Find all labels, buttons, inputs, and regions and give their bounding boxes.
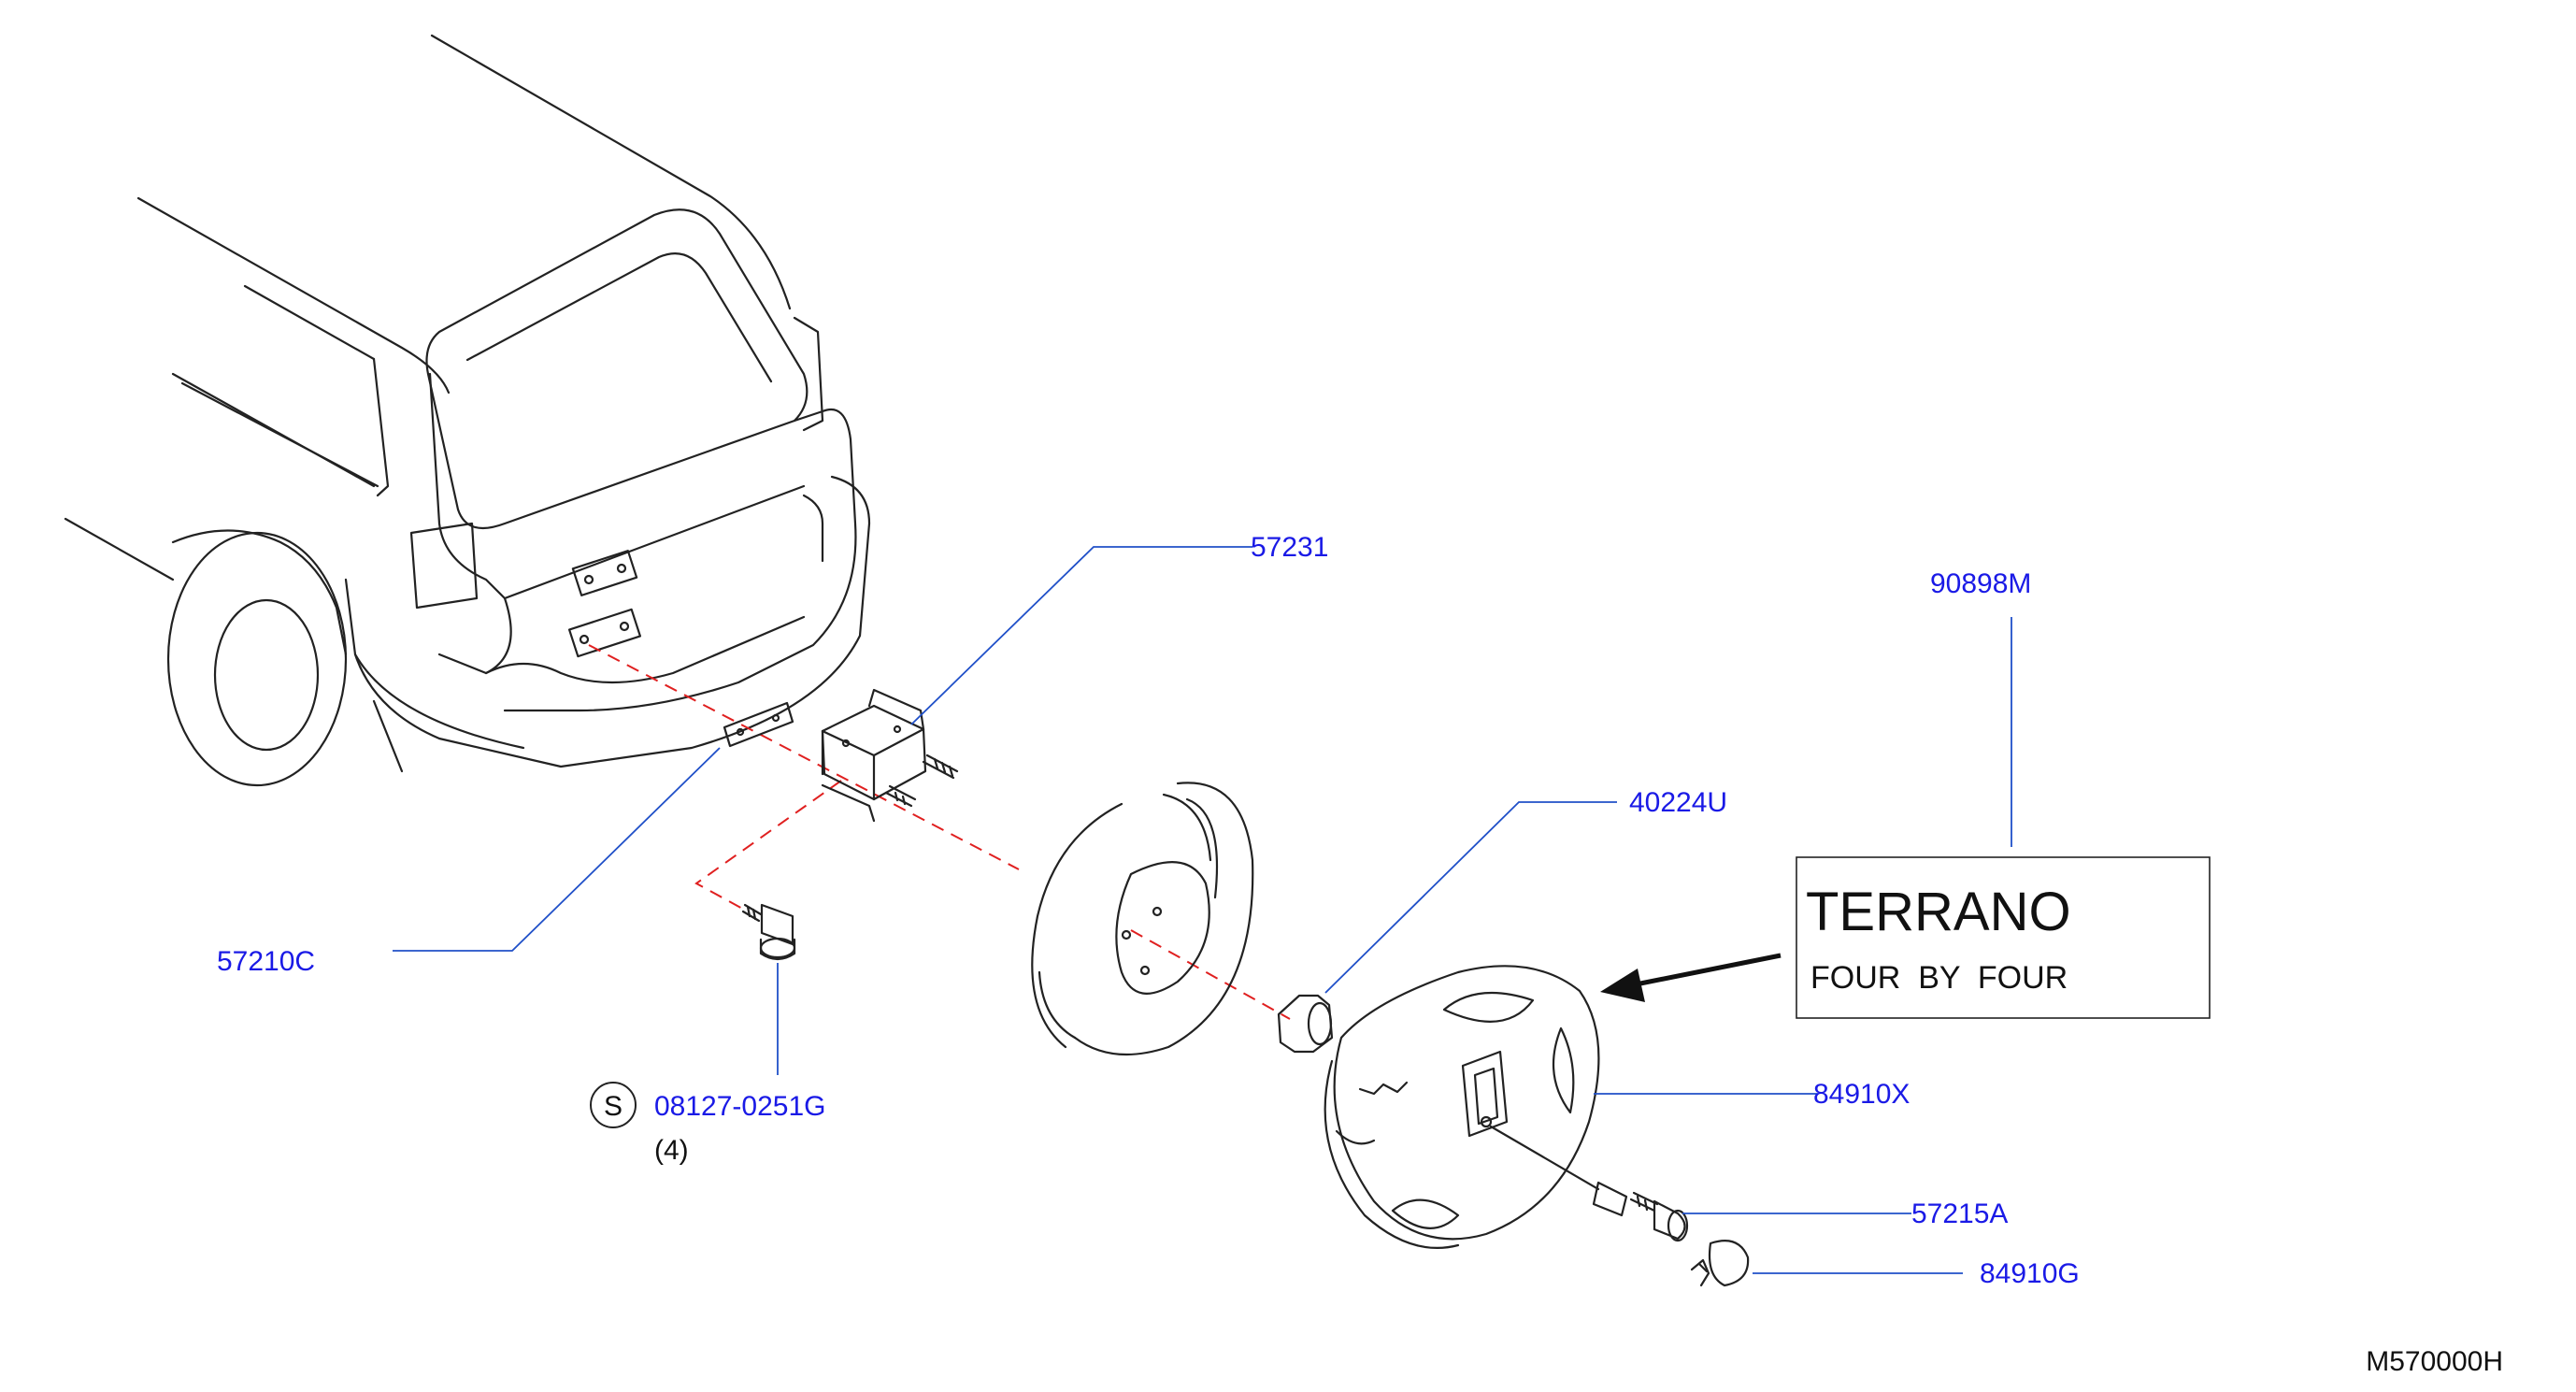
- part-40224U-nut: [1277, 994, 1334, 1054]
- vehicle-rear-illustration: [64, 34, 871, 787]
- decal-arrow: [1600, 953, 1782, 1002]
- part-84910G-cap: [1690, 1240, 1750, 1287]
- label-84910X: 84910X: [1813, 1079, 1910, 1110]
- label-57231: 57231: [1251, 532, 1328, 563]
- part-081270251G-bolt: [741, 903, 796, 961]
- standard-part-marker-letter: S: [604, 1091, 623, 1122]
- decal-box: TERRANO FOUR BY FOUR: [1796, 856, 2211, 1019]
- quantity-081270251G: (4): [654, 1135, 689, 1166]
- part-57215A-bolt: [1489, 1125, 1689, 1242]
- label-90898M: 90898M: [1930, 568, 2031, 599]
- assembly-path: [588, 644, 1291, 1020]
- part-84910X-cover: [1324, 965, 1600, 1249]
- standard-part-marker: [590, 1082, 637, 1128]
- label-57210C: 57210C: [217, 946, 315, 977]
- label-57215A: 57215A: [1911, 1198, 2008, 1229]
- diagram-code: M570000H: [2366, 1346, 2503, 1377]
- decal-line1: TERRANO: [1806, 882, 2071, 942]
- label-84910G: 84910G: [1980, 1258, 2080, 1289]
- leader-lines: [393, 546, 2012, 1274]
- part-57210C-plate: [723, 701, 794, 748]
- part-labels: 57231 90898M 40224U 57210C 84910X S 0812…: [217, 532, 2080, 1289]
- label-081270251G: 08127-0251G: [654, 1091, 826, 1122]
- decal-line2: FOUR BY FOUR: [1810, 960, 2068, 996]
- label-40224U: 40224U: [1629, 787, 1727, 818]
- part-57231-bracket: [821, 688, 959, 823]
- spare-tire: [1031, 782, 1254, 1056]
